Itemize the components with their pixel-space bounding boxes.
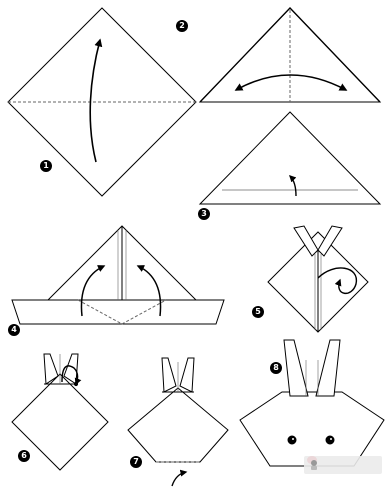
- step-3-figure: [200, 112, 380, 204]
- step-1-paper: [8, 8, 196, 196]
- step-5-figure: [268, 226, 368, 332]
- watermark: [304, 456, 382, 474]
- step-4-badge: 4: [8, 324, 20, 336]
- app-logo-icon: [307, 458, 321, 472]
- step-8-ear-right: [316, 340, 340, 396]
- step-4-strip: [12, 300, 224, 324]
- step-8-badge: 8: [270, 362, 282, 374]
- step-8-paper: [240, 392, 384, 466]
- step-1-badge: 1: [40, 160, 52, 172]
- step-7-paper: [128, 388, 228, 462]
- step-5-badge: 5: [252, 306, 264, 318]
- rabbit-eye-right: [326, 436, 334, 444]
- step-2-badge: 2: [176, 20, 188, 32]
- step-3-badge: 3: [198, 208, 210, 220]
- step-7-ear-left: [162, 358, 176, 392]
- step-2-figure: [200, 8, 380, 102]
- step-1-figure: [8, 8, 196, 196]
- rabbit-eye-left: [288, 436, 296, 444]
- step-7-figure: [128, 358, 228, 486]
- step-4-figure: [12, 226, 224, 324]
- step-7-arrow: [172, 472, 186, 486]
- step-8-figure: [240, 340, 384, 466]
- step-7-badge: 7: [130, 456, 142, 468]
- step-8-ear-left: [284, 340, 308, 396]
- step-6-badge: 6: [18, 450, 30, 462]
- step-7-ear-right: [180, 358, 194, 392]
